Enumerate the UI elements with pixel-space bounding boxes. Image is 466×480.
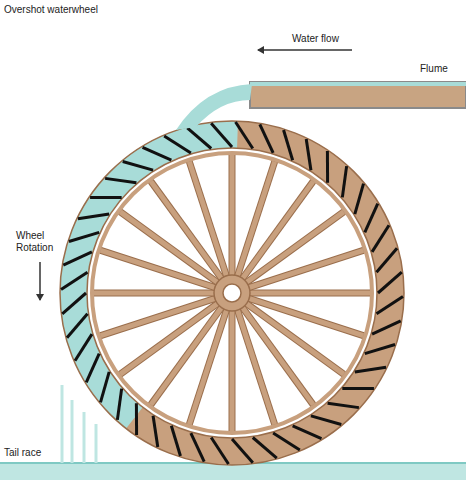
spoke: [120, 212, 219, 284]
part-label: Tail race: [4, 447, 41, 459]
spoke-outline: [229, 155, 236, 277]
bucket-divider: [86, 354, 99, 383]
spoke-outline: [248, 290, 370, 297]
bucket-divider: [273, 433, 300, 450]
spoke: [151, 306, 223, 405]
bucket-divider: [153, 416, 158, 447]
bucket-divider: [372, 225, 389, 252]
outer-rim: [60, 121, 404, 465]
water-in-buckets: [60, 121, 238, 429]
spoke-outline: [120, 212, 219, 284]
bucket-divider: [284, 130, 293, 160]
falling-water: [62, 385, 96, 463]
rim: [92, 153, 372, 433]
bucket-divider: [75, 334, 92, 361]
bucket-divider: [236, 122, 253, 148]
bucket-divider: [62, 293, 86, 314]
bucket-divider: [191, 433, 204, 462]
spoke: [248, 291, 370, 296]
spoke-outline: [247, 250, 363, 288]
bucket-divider: [117, 389, 121, 420]
bucket-divider: [164, 136, 191, 153]
bucket-divider: [61, 272, 87, 289]
spoke-outline: [245, 302, 344, 374]
bucket-divider: [232, 439, 253, 463]
spoke-outline: [229, 309, 236, 431]
bucket-divider: [105, 178, 136, 182]
bucket-divider: [135, 403, 138, 435]
axle-hole: [223, 284, 241, 302]
bucket-divider: [90, 196, 122, 199]
spoke: [245, 302, 344, 374]
bucket-divider: [100, 372, 109, 402]
diagram-title: Overshot waterwheel: [4, 4, 98, 16]
water-stream: [176, 84, 252, 130]
waterwheel: [60, 121, 404, 465]
bucket-divider: [365, 345, 395, 354]
part-label: Flume: [420, 63, 448, 75]
rotation-arrow: [39, 262, 41, 300]
bucket-ring: [74, 135, 391, 452]
bucket-divider: [306, 139, 311, 170]
rotation-label: Wheel Rotation: [16, 230, 64, 254]
bucket-divider: [342, 166, 346, 197]
spoke-outline: [101, 298, 217, 336]
bucket-divider: [63, 252, 92, 265]
spoke: [247, 250, 363, 288]
spoke: [237, 308, 275, 424]
bucket-divider: [69, 232, 99, 241]
bucket-divider: [342, 387, 374, 390]
water-flow-arrow: [258, 49, 352, 51]
spoke-outline: [151, 306, 223, 405]
bucket-divider: [372, 321, 401, 334]
spoke: [230, 155, 235, 277]
spoke-outline: [94, 290, 216, 297]
spoke: [241, 181, 313, 280]
spoke: [94, 291, 216, 296]
bucket-divider: [355, 184, 364, 214]
bucket-divider: [123, 161, 153, 170]
flow-label: Water flow: [292, 33, 339, 45]
flume: [250, 82, 466, 108]
spoke-outline: [189, 162, 227, 278]
bucket-divider: [187, 128, 211, 149]
hub: [214, 275, 250, 311]
bucket-divider: [78, 214, 109, 219]
bucket-divider: [171, 426, 180, 456]
bucket-divider: [253, 438, 277, 459]
bucket-divider: [293, 426, 322, 439]
bucket-divider: [355, 367, 386, 372]
spoke: [101, 298, 217, 336]
inner-rim: [87, 148, 377, 438]
bucket-divider: [365, 204, 378, 233]
bucket-divider: [211, 438, 228, 464]
spoke-outline: [237, 308, 275, 424]
spoke: [189, 162, 227, 278]
bucket-divider: [67, 314, 88, 338]
bucket-divider: [211, 123, 232, 147]
bucket-divider: [326, 151, 329, 183]
bucket-divider: [378, 272, 402, 293]
spoke: [230, 309, 235, 431]
bucket-divider: [311, 416, 341, 425]
spoke-outline: [241, 181, 313, 280]
bucket-divider: [260, 124, 273, 153]
bucket-divider: [143, 147, 172, 160]
bucket-divider: [377, 297, 403, 314]
bucket-divider: [377, 248, 398, 272]
bucket-divider: [328, 403, 359, 407]
